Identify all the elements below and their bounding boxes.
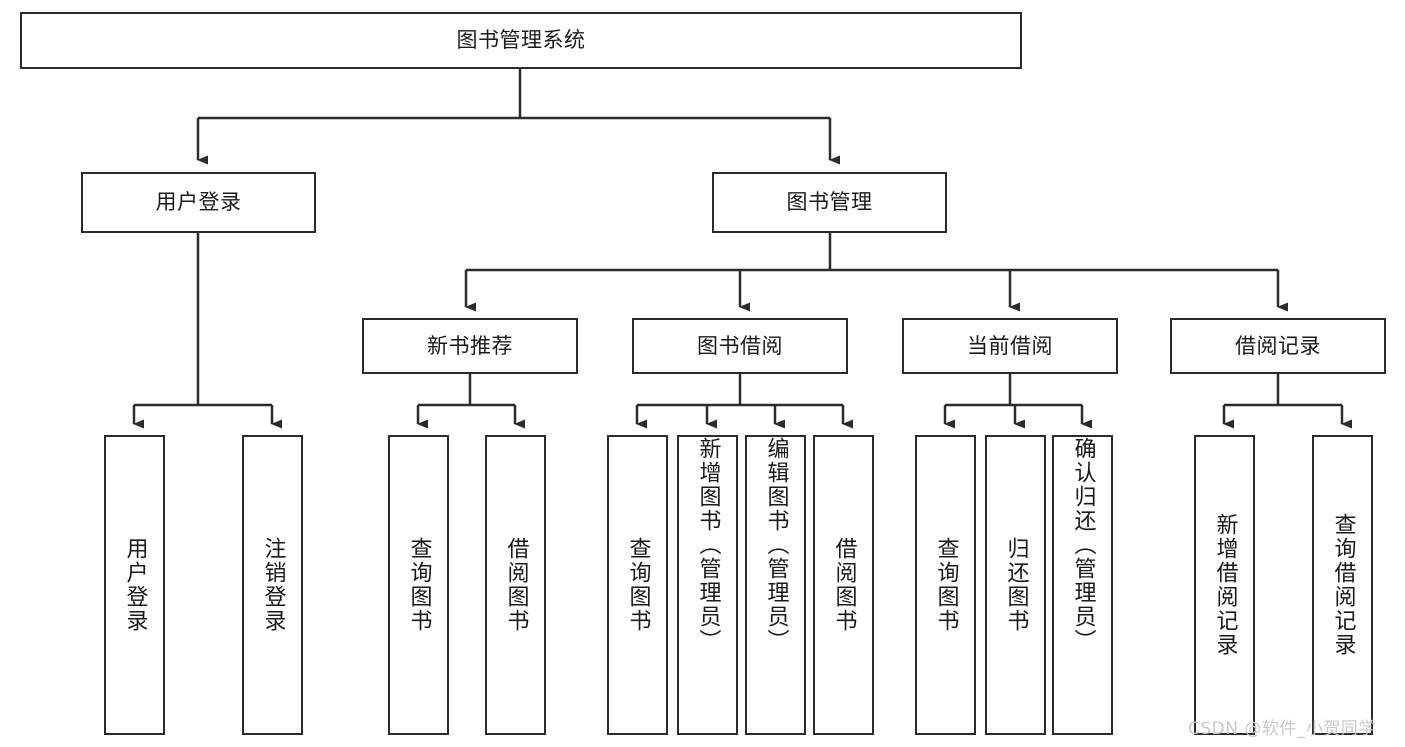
node-borrow-record[interactable]: 借阅记录 (1170, 318, 1386, 374)
watermark: CSDN @软件_小贺同学 (1188, 719, 1376, 739)
node-user-login[interactable]: 用户登录 (81, 172, 316, 233)
node-book-borrow[interactable]: 图书借阅 (632, 318, 848, 374)
leaf-borrow-book-1[interactable]: 借阅图书 (485, 435, 546, 735)
node-new-book-recommend-label: 新书推荐 (427, 333, 513, 358)
leaf-add-record-label: 新增借阅记录 (1212, 513, 1238, 657)
leaf-edit-book-label: 编辑图书（管理员） (763, 437, 789, 653)
leaf-query-book-1-label: 查询图书 (406, 537, 432, 633)
leaf-return-book-label: 归还图书 (1003, 537, 1029, 633)
leaf-logout[interactable]: 注销登录 (242, 435, 303, 735)
leaf-add-book[interactable]: 新增图书（管理员） (677, 435, 738, 735)
leaf-confirm-return-label: 确认归还（管理员） (1070, 437, 1096, 653)
leaf-query-book-2-label: 查询图书 (625, 537, 651, 633)
node-borrow-record-label: 借阅记录 (1235, 333, 1321, 358)
node-book-manage-label: 图书管理 (786, 190, 873, 215)
node-book-manage[interactable]: 图书管理 (712, 172, 947, 233)
node-new-book-recommend[interactable]: 新书推荐 (362, 318, 578, 374)
leaf-user-login-label: 用户登录 (122, 537, 148, 633)
leaf-query-book-3-label: 查询图书 (933, 537, 959, 633)
leaf-borrow-book-2-label: 借阅图书 (831, 537, 857, 633)
leaf-query-record-label: 查询借阅记录 (1330, 513, 1356, 657)
leaf-query-book-3[interactable]: 查询图书 (915, 435, 976, 735)
leaf-user-login[interactable]: 用户登录 (104, 435, 165, 735)
node-user-login-label: 用户登录 (155, 190, 242, 215)
node-root-label: 图书管理系统 (456, 28, 586, 53)
node-book-borrow-label: 图书借阅 (697, 333, 783, 358)
leaf-add-book-label: 新增图书（管理员） (695, 437, 721, 653)
leaf-confirm-return[interactable]: 确认归还（管理员） (1052, 435, 1113, 735)
leaf-add-record[interactable]: 新增借阅记录 (1194, 435, 1255, 735)
node-root[interactable]: 图书管理系统 (20, 12, 1022, 69)
leaf-query-record[interactable]: 查询借阅记录 (1312, 435, 1373, 735)
node-current-borrow-label: 当前借阅 (967, 333, 1053, 358)
leaf-borrow-book-1-label: 借阅图书 (503, 537, 529, 633)
leaf-query-book-2[interactable]: 查询图书 (607, 435, 668, 735)
node-current-borrow[interactable]: 当前借阅 (902, 318, 1118, 374)
leaf-return-book[interactable]: 归还图书 (985, 435, 1046, 735)
leaf-logout-label: 注销登录 (260, 537, 286, 633)
leaf-borrow-book-2[interactable]: 借阅图书 (813, 435, 874, 735)
leaf-query-book-1[interactable]: 查询图书 (388, 435, 449, 735)
leaf-edit-book[interactable]: 编辑图书（管理员） (745, 435, 806, 735)
